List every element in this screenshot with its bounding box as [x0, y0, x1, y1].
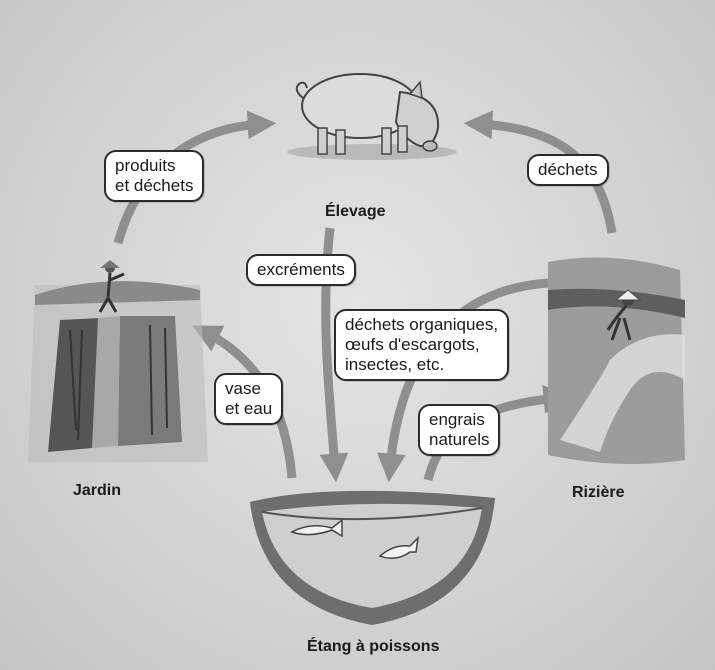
callout-line: insectes, etc. — [345, 355, 498, 375]
garden-illustration — [28, 260, 208, 462]
node-label-riziere: Rizière — [572, 484, 624, 502]
callout-line: et déchets — [115, 176, 193, 196]
node-label-jardin: Jardin — [73, 482, 121, 500]
callout-engrais-naturels: engrais naturels — [418, 404, 500, 456]
node-label-elevage: Élevage — [325, 203, 385, 221]
pig-illustration — [287, 74, 457, 160]
callout-dechets: déchets — [527, 154, 609, 186]
callout-line: déchets organiques, — [345, 315, 498, 335]
callout-line: œufs d'escargots, — [345, 335, 498, 355]
callout-line: produits — [115, 156, 193, 176]
callout-line: vase — [225, 379, 272, 399]
callout-excrements: excréments — [246, 254, 356, 286]
node-label-etang: Étang à poissons — [307, 638, 439, 656]
callout-line: et eau — [225, 399, 272, 419]
callout-vase-et-eau: vase et eau — [214, 373, 283, 425]
rice-paddy-illustration — [548, 258, 685, 465]
callout-line: engrais — [429, 410, 489, 430]
fish-pond-illustration — [250, 491, 495, 625]
callout-line: excréments — [257, 260, 345, 280]
callout-line: déchets — [538, 160, 598, 180]
callout-line: naturels — [429, 430, 489, 450]
callout-dechets-organiques: déchets organiques, œufs d'escargots, in… — [334, 309, 509, 381]
callout-produits-et-dechets: produits et déchets — [104, 150, 204, 202]
